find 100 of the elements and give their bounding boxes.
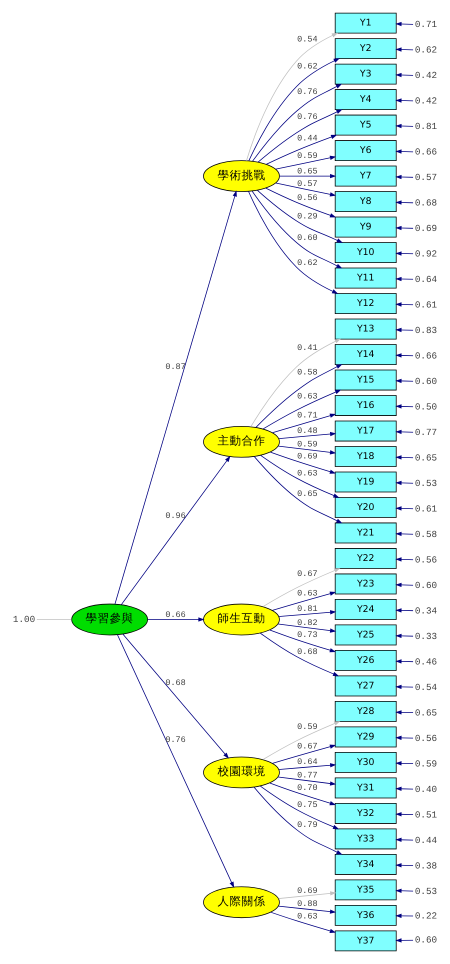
edge-label: 0.54 (297, 34, 318, 45)
edge-label: 0.69 (297, 452, 318, 462)
node-text: 0.59 (414, 758, 438, 770)
arrow (257, 190, 343, 243)
arrow (395, 863, 414, 868)
edge-label: 0.69 (297, 886, 318, 896)
edge-label: 0.81 (297, 604, 318, 614)
edge-label: 0.63 (297, 391, 318, 402)
arrow (395, 226, 414, 230)
edge-label: 0.63 (297, 588, 318, 598)
node-text: 0.60 (414, 580, 438, 591)
node-box: Y35 (334, 879, 397, 900)
arrow (395, 659, 414, 664)
node-box: Y20 (334, 497, 397, 518)
node-box: Y4 (334, 89, 397, 110)
node-text: 0.42 (414, 96, 438, 107)
arrow (262, 568, 340, 607)
arrow (395, 72, 414, 78)
node-box: Y9 (334, 216, 397, 238)
node-box: Y13 (334, 318, 397, 340)
node-box: Y23 (334, 574, 397, 594)
arrow (278, 776, 336, 786)
node-text: 0.83 (414, 324, 438, 336)
arrow (272, 414, 336, 434)
node-box: Y8 (334, 191, 397, 212)
arrow (258, 109, 343, 163)
arrow (248, 191, 338, 294)
arrow (395, 276, 414, 282)
node-box: Y24 (334, 599, 397, 620)
arrow (395, 404, 414, 409)
arrow (395, 557, 414, 562)
node-box: Y26 (334, 650, 397, 671)
node-box: Y19 (334, 472, 397, 492)
arrow (254, 456, 343, 524)
arrow (278, 432, 336, 439)
arrow (395, 608, 414, 613)
edge-label: 0.66 (165, 610, 186, 620)
arrow (395, 149, 414, 154)
arrow (252, 190, 342, 268)
node-box: Y27 (334, 676, 397, 696)
arrow (260, 786, 340, 830)
node-box: Y30 (334, 752, 397, 773)
node-box: Y22 (334, 548, 397, 569)
node-text: 0.51 (414, 809, 438, 820)
node-text: 0.42 (414, 70, 438, 82)
arrow (395, 914, 414, 918)
arrow (272, 744, 336, 764)
edge-label: 0.58 (297, 367, 318, 378)
node-ellipse: 學習參與 (71, 604, 148, 636)
arrow (275, 182, 336, 196)
node-text: 0.65 (414, 452, 438, 464)
arrow (395, 98, 414, 103)
edge-label: 0.59 (297, 722, 318, 732)
node-text: 0.40 (414, 784, 438, 795)
edge-label: 0.88 (297, 898, 318, 909)
edge-label: 0.67 (297, 569, 318, 580)
edge-label: 0.29 (297, 211, 318, 222)
node-text: 0.34 (414, 605, 438, 616)
edge-label: 0.41 (297, 342, 318, 353)
edge-label: 0.70 (297, 783, 318, 794)
node-ellipse: 師生互動 (203, 604, 280, 636)
arrow (395, 378, 414, 384)
node-box: Y1 (334, 12, 397, 34)
edge-label: 0.44 (297, 133, 318, 144)
edge-label: 0.63 (297, 911, 318, 922)
node-box: Y21 (334, 522, 397, 544)
node-box: Y3 (334, 64, 397, 85)
edge-label: 0.76 (297, 87, 318, 98)
arrow (117, 634, 234, 888)
arrow (395, 838, 414, 842)
node-box: Y34 (334, 854, 397, 875)
arrow (395, 888, 414, 893)
arrow (270, 452, 336, 474)
node-box: Y36 (334, 904, 397, 926)
node-text: 0.77 (414, 426, 438, 438)
arrow (395, 174, 414, 180)
arrow (266, 134, 338, 165)
node-text: 0.56 (414, 554, 438, 566)
edge-label: 0.60 (297, 233, 318, 244)
node-box: Y11 (334, 268, 397, 288)
node-text: 0.22 (414, 910, 438, 922)
node-text: 0.69 (414, 223, 438, 234)
node-text: 0.54 (414, 682, 438, 693)
arrow (395, 582, 414, 588)
arrow (265, 188, 336, 218)
arrow (250, 338, 341, 428)
arrow (395, 506, 414, 511)
arrow (395, 710, 414, 715)
edge-label: 0.62 (297, 62, 318, 72)
node-text: 0.38 (414, 860, 438, 872)
arrow (254, 786, 343, 855)
arrow (395, 634, 414, 638)
edge-label: 0.62 (297, 258, 318, 268)
node-box: Y2 (334, 38, 397, 60)
arrow (395, 761, 414, 766)
arrow (278, 610, 336, 617)
node-box: Y10 (334, 242, 397, 263)
arrow (278, 763, 336, 770)
node-text: 0.61 (414, 299, 438, 310)
arrow (395, 328, 414, 332)
